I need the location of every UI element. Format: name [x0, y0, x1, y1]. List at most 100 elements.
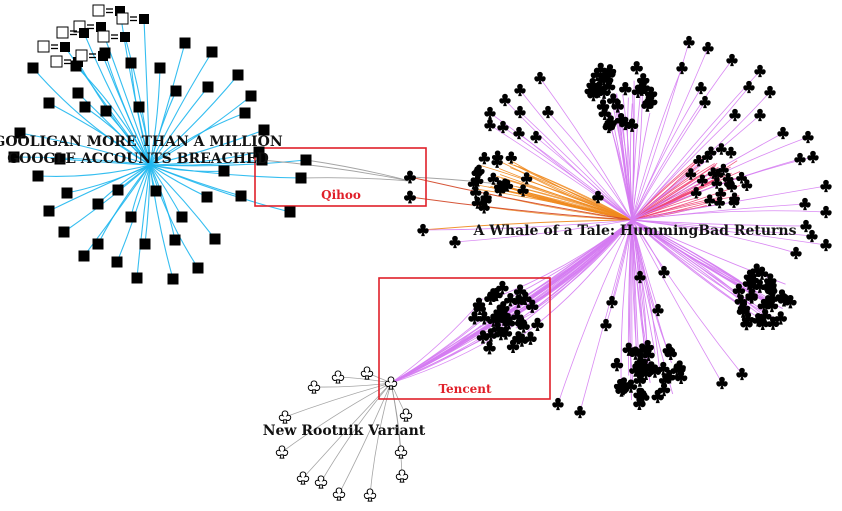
black-club-node[interactable]: [790, 246, 802, 260]
black-club-node[interactable]: [704, 194, 716, 207]
black-square-node[interactable]: [139, 238, 151, 250]
black-club-node[interactable]: [794, 152, 806, 166]
black-club-node[interactable]: [736, 367, 748, 381]
black-club-node[interactable]: [695, 81, 707, 95]
black-square-node[interactable]: [201, 191, 213, 203]
black-club-node[interactable]: [606, 295, 618, 309]
black-club-node[interactable]: [799, 197, 811, 211]
hollow-club-node[interactable]: [363, 488, 377, 502]
black-square-node[interactable]: [14, 127, 26, 139]
black-square-node[interactable]: [202, 81, 214, 93]
black-club-node[interactable]: [530, 130, 542, 144]
black-square-node[interactable]: [167, 273, 179, 285]
black-square-node[interactable]: [170, 85, 182, 97]
white-square-equals-node[interactable]: [37, 40, 70, 53]
hollow-club-node[interactable]: [314, 475, 328, 489]
black-club-node[interactable]: [754, 108, 766, 122]
black-square-node[interactable]: [253, 146, 265, 158]
hollow-club-node[interactable]: [394, 445, 408, 459]
black-square-node[interactable]: [125, 57, 137, 69]
black-square-node[interactable]: [125, 211, 137, 223]
black-square-node[interactable]: [43, 97, 55, 109]
black-square-node[interactable]: [43, 205, 55, 217]
black-square-node[interactable]: [8, 151, 20, 163]
black-club-node[interactable]: [820, 205, 832, 219]
black-square-node[interactable]: [154, 62, 166, 74]
black-square-node[interactable]: [150, 185, 162, 197]
black-club-node[interactable]: [802, 130, 814, 144]
black-club-node[interactable]: [484, 118, 496, 132]
black-club-node[interactable]: [505, 151, 517, 164]
white-square-equals-node[interactable]: [92, 4, 125, 17]
white-square-equals-node[interactable]: [50, 55, 83, 68]
black-club-node[interactable]: [630, 61, 643, 75]
hollow-club-node[interactable]: [331, 370, 345, 384]
black-square-node[interactable]: [206, 46, 218, 58]
black-club-node[interactable]: [741, 179, 753, 191]
black-club-node[interactable]: [404, 170, 416, 184]
black-square-node[interactable]: [92, 238, 104, 250]
hollow-club-node[interactable]: [395, 469, 409, 483]
hollow-club-node[interactable]: [360, 366, 374, 380]
black-club-node[interactable]: [820, 179, 832, 193]
black-square-node[interactable]: [133, 101, 145, 113]
black-square-node[interactable]: [72, 87, 84, 99]
white-square-equals-node[interactable]: [73, 20, 106, 33]
black-square-node[interactable]: [32, 170, 44, 182]
hollow-club-node[interactable]: [275, 445, 289, 459]
black-club-node[interactable]: [800, 219, 812, 233]
black-square-node[interactable]: [235, 190, 247, 202]
black-square-node[interactable]: [232, 69, 244, 81]
black-club-node[interactable]: [417, 223, 429, 237]
hollow-club-node[interactable]: [399, 408, 413, 422]
black-club-node[interactable]: [484, 106, 496, 120]
black-square-node[interactable]: [27, 62, 39, 74]
black-square-node[interactable]: [300, 154, 312, 166]
black-square-node[interactable]: [112, 184, 124, 196]
black-club-node[interactable]: [726, 53, 738, 67]
black-square-node[interactable]: [79, 101, 91, 113]
black-club-node[interactable]: [807, 150, 819, 164]
black-club-node[interactable]: [600, 318, 612, 332]
white-square-equals-node[interactable]: [56, 26, 89, 39]
black-square-node[interactable]: [239, 107, 251, 119]
black-square-node[interactable]: [284, 206, 296, 218]
black-club-node[interactable]: [404, 190, 416, 204]
black-club-node[interactable]: [552, 397, 564, 411]
black-club-node[interactable]: [449, 235, 461, 249]
hollow-club-node[interactable]: [307, 380, 321, 394]
hollow-club-node[interactable]: [332, 487, 346, 501]
black-square-node[interactable]: [100, 105, 112, 117]
black-club-node[interactable]: [820, 238, 832, 252]
black-club-node[interactable]: [534, 71, 546, 85]
black-club-node[interactable]: [619, 81, 632, 96]
black-club-node[interactable]: [470, 186, 482, 199]
black-club-node[interactable]: [574, 405, 586, 419]
black-square-node[interactable]: [256, 154, 268, 166]
black-square-node[interactable]: [295, 172, 307, 184]
black-square-node[interactable]: [192, 262, 204, 274]
white-square-equals-node[interactable]: [75, 49, 108, 62]
hollow-club-node[interactable]: [278, 410, 292, 424]
black-square-node[interactable]: [209, 233, 221, 245]
black-square-node[interactable]: [131, 272, 143, 284]
black-square-node[interactable]: [111, 256, 123, 268]
white-square-equals-node[interactable]: [97, 30, 130, 43]
black-square-node[interactable]: [169, 234, 181, 246]
black-club-node[interactable]: [514, 83, 526, 97]
black-club-node[interactable]: [777, 126, 789, 140]
black-square-node[interactable]: [245, 90, 257, 102]
black-square-node[interactable]: [218, 165, 230, 177]
black-club-node[interactable]: [699, 95, 711, 109]
black-club-node[interactable]: [806, 229, 818, 243]
black-square-node[interactable]: [176, 211, 188, 223]
black-club-node[interactable]: [658, 265, 670, 279]
black-square-node[interactable]: [78, 250, 90, 262]
black-square-node[interactable]: [54, 153, 66, 165]
black-club-node[interactable]: [702, 41, 714, 55]
black-square-node[interactable]: [179, 37, 191, 49]
black-club-node[interactable]: [478, 152, 491, 165]
black-club-node[interactable]: [676, 61, 688, 75]
black-club-node[interactable]: [683, 35, 695, 49]
black-club-node[interactable]: [725, 146, 737, 159]
